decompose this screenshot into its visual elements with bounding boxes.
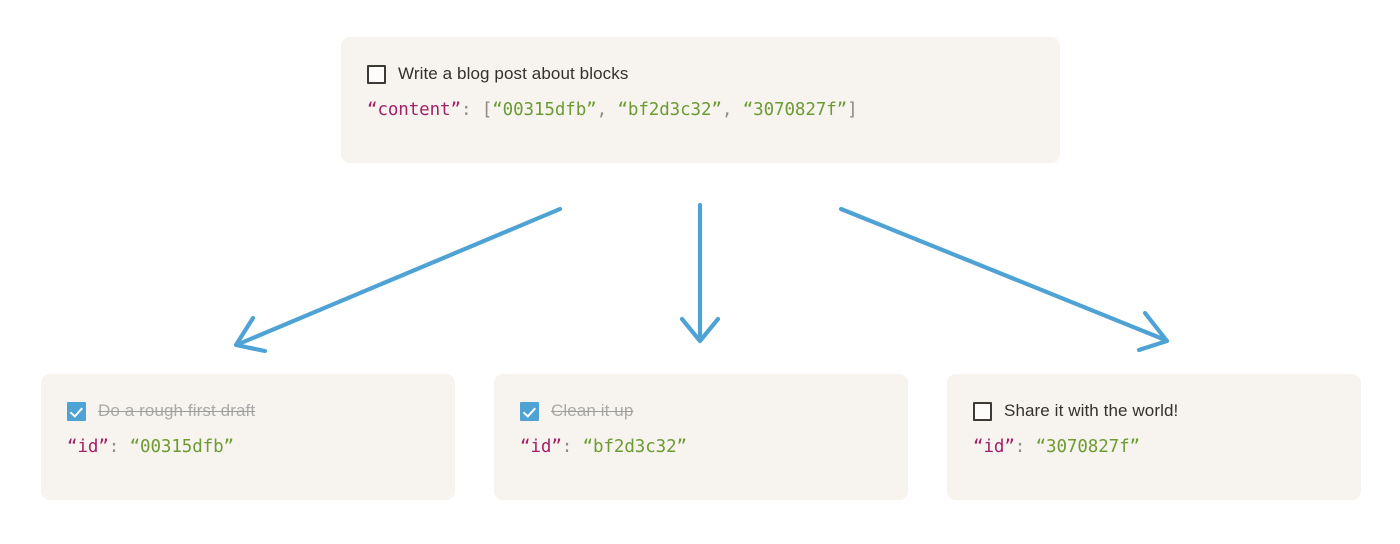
parent-todo-row: Write a blog post about blocks bbox=[367, 61, 1034, 87]
json-array-value-0: “00315dfb” bbox=[492, 100, 597, 120]
json-key: id bbox=[530, 437, 552, 457]
json-key-quote-close: ” bbox=[98, 437, 109, 457]
checkbox-checked-icon[interactable] bbox=[67, 401, 86, 421]
child-todo-label: Do a rough first draft bbox=[98, 401, 256, 420]
json-colon: : bbox=[1014, 437, 1036, 457]
child-block-card[interactable]: Clean it up “id”: “bf2d3c32” bbox=[494, 374, 908, 500]
json-bracket-open: [ bbox=[481, 100, 493, 120]
json-key: id bbox=[983, 437, 1005, 457]
json-key-quote-close: ” bbox=[551, 437, 562, 457]
json-separator-0: , bbox=[596, 100, 618, 120]
child-block-card[interactable]: Do a rough first draft “id”: “00315dfb” bbox=[41, 374, 455, 500]
json-colon: : bbox=[460, 100, 482, 120]
child-todo-row: Do a rough first draft bbox=[67, 398, 429, 424]
json-key-quote-open: “ bbox=[67, 437, 78, 457]
json-key: id bbox=[77, 437, 99, 457]
child-json-line: “id”: “bf2d3c32” bbox=[520, 435, 882, 459]
json-key-quote-open: “ bbox=[973, 437, 984, 457]
json-key-quote-open: “ bbox=[367, 100, 378, 120]
json-key-quote-open: “ bbox=[520, 437, 531, 457]
child-todo-label: Share it with the world! bbox=[1004, 401, 1179, 420]
json-separator-1: , bbox=[721, 100, 743, 120]
parent-todo-label: Write a blog post about blocks bbox=[398, 64, 629, 83]
json-colon: : bbox=[561, 437, 583, 457]
json-array-value-2: “3070827f” bbox=[742, 100, 848, 120]
checkbox-empty-icon[interactable] bbox=[367, 64, 386, 84]
child-block-card[interactable]: Share it with the world! “id”: “3070827f… bbox=[947, 374, 1361, 500]
child-json-line: “id”: “3070827f” bbox=[973, 435, 1335, 459]
child-json-line: “id”: “00315dfb” bbox=[67, 435, 429, 459]
child-todo-row: Clean it up bbox=[520, 398, 882, 424]
parent-block-card[interactable]: Write a blog post about blocks “content”… bbox=[341, 37, 1060, 163]
parent-json-line: “content”: [“00315dfb”, “bf2d3c32”, “307… bbox=[367, 98, 1034, 122]
json-value: “00315dfb” bbox=[129, 437, 234, 457]
json-colon: : bbox=[108, 437, 130, 457]
arrow-to-child-0 bbox=[233, 206, 563, 354]
json-key: content bbox=[377, 100, 451, 120]
json-key-quote-close: ” bbox=[450, 100, 462, 120]
json-value: “3070827f” bbox=[1035, 437, 1140, 457]
child-todo-row: Share it with the world! bbox=[973, 398, 1335, 424]
json-value: “bf2d3c32” bbox=[582, 437, 687, 457]
json-bracket-close: ] bbox=[847, 100, 858, 120]
json-key-quote-close: ” bbox=[1004, 437, 1015, 457]
child-todo-label: Clean it up bbox=[551, 401, 634, 420]
arrow-to-child-2 bbox=[838, 206, 1170, 353]
arrow-to-child-1 bbox=[679, 202, 721, 344]
checkbox-checked-icon[interactable] bbox=[520, 401, 539, 421]
json-array-value-1: “bf2d3c32” bbox=[617, 100, 722, 120]
checkbox-empty-icon[interactable] bbox=[973, 401, 992, 421]
